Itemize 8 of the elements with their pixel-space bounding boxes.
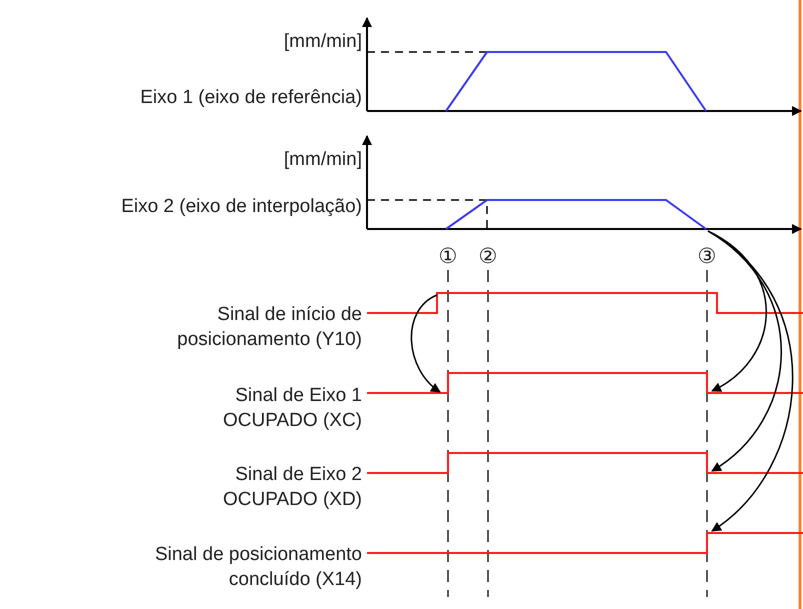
signal-label: Sinal de início de posicionamento (Y10): [176, 303, 362, 352]
unit-label: [mm/min]: [282, 148, 362, 172]
signal-label: Sinal de posicionamento concluído (X14): [154, 543, 362, 592]
signal-label: Sinal de Eixo 2 OCUPADO (XD): [222, 463, 362, 512]
unit-label: [mm/min]: [282, 30, 362, 54]
signal-label: Sinal de Eixo 1 OCUPADO (XC): [222, 384, 362, 433]
axis-label: Eixo 2 (eixo de interpolação): [120, 195, 362, 219]
axis-label: Eixo 1 (eixo de referência): [139, 86, 362, 110]
